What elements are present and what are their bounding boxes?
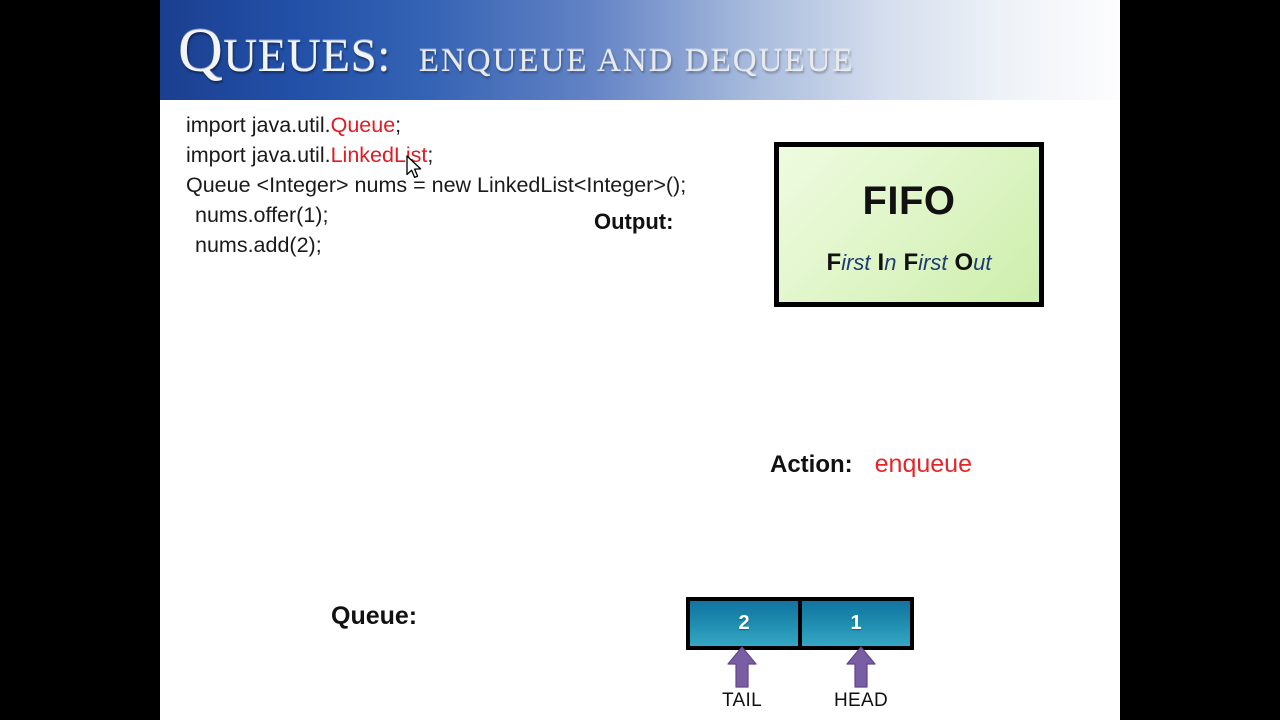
- fifo-f1-low: irst: [841, 250, 871, 275]
- action-value: enqueue: [874, 450, 972, 478]
- fifo-acronym: FIFO: [862, 179, 956, 223]
- up-arrow-icon: [727, 646, 757, 688]
- queue-cell: 2: [690, 601, 798, 646]
- code-line-2-type: LinkedList: [330, 143, 428, 167]
- queue-pointer-head-label: HEAD: [834, 690, 888, 711]
- fifo-f2-low: irst: [918, 250, 948, 275]
- queue-pointer-tail: TAIL: [707, 646, 777, 712]
- code-line-1-type: Queue: [330, 113, 396, 137]
- fifo-o-cap: O: [954, 249, 974, 276]
- fifo-i-low: n: [884, 250, 897, 275]
- fifo-f1-cap: F: [826, 249, 842, 276]
- code-line-1-suffix: ;: [395, 113, 402, 137]
- queue-cells-container: 2 1: [686, 597, 914, 650]
- code-block: import java.util.Queue; import java.util…: [186, 110, 686, 260]
- page-subtitle: ENQUEUE AND DEQUEUE: [418, 43, 855, 79]
- title-remainder: UEUES:: [223, 30, 391, 82]
- queue-label: Queue:: [331, 602, 418, 630]
- letterbox-bar-left: [0, 0, 160, 720]
- code-line-2: import java.util.LinkedList;: [186, 140, 686, 170]
- queue-cell: 1: [798, 601, 910, 646]
- fifo-o-low: ut: [973, 250, 992, 275]
- code-line-3: Queue <Integer> nums = new LinkedList<In…: [186, 173, 687, 197]
- up-arrow-icon: [846, 646, 876, 688]
- fifo-i-cap: I: [877, 249, 885, 276]
- code-line-5: nums.add(2);: [195, 233, 322, 257]
- queue-pointer-tail-label: TAIL: [722, 690, 762, 711]
- fifo-f2-cap: F: [903, 249, 919, 276]
- action-row: Action: enqueue: [770, 450, 972, 479]
- page-title: QUEUES:: [178, 20, 391, 82]
- code-line-2-prefix: import java.util.: [186, 143, 331, 167]
- slide-header-inner: QUEUES: ENQUEUE AND DEQUEUE: [178, 20, 855, 82]
- slide-canvas: QUEUES: ENQUEUE AND DEQUEUE import java.…: [160, 0, 1120, 720]
- output-label: Output:: [594, 209, 674, 234]
- code-line-2-suffix: ;: [427, 143, 434, 167]
- code-line-4: nums.offer(1);: [195, 203, 329, 227]
- queue-pointer-head: HEAD: [826, 646, 896, 712]
- title-drop-cap: Q: [178, 17, 224, 85]
- action-label: Action:: [770, 451, 853, 478]
- code-line-1-prefix: import java.util.: [186, 113, 331, 137]
- slide-header: QUEUES: ENQUEUE AND DEQUEUE: [160, 0, 1120, 100]
- code-line-1: import java.util.Queue;: [186, 110, 686, 140]
- letterbox-bar-right: [1120, 0, 1280, 720]
